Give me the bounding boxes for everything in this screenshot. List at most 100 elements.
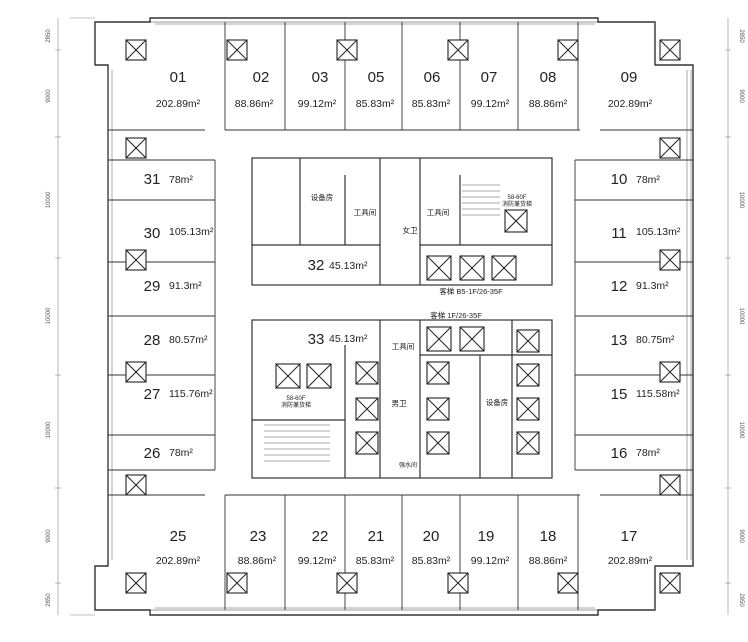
unit-number: 08 [540,69,557,86]
shaft-marker [355,397,379,421]
room-label-tool-lower: 工具间 [392,342,415,351]
unit-area: 88.86m² [529,555,568,567]
unit-number: 19 [478,528,495,545]
shaft-marker [426,431,450,455]
room-label-tool-upper-right: 工具间 [427,208,450,217]
shaft-marker [125,137,147,159]
room-label-equipment-lower: 设备房 [486,397,509,407]
shaft-marker [516,431,540,455]
unit-area: 85.83m² [412,555,451,567]
shaft-marker [659,249,681,271]
core-outline [251,157,553,479]
unit-number: 16 [611,445,628,462]
room-label-male-wc: 男卫 [392,399,407,408]
shaft-marker [659,361,681,383]
fire-elevator-lower-label: 58-60F [286,396,305,402]
dim-left-4: 10000 [46,421,52,438]
unit-number: 26 [144,445,161,462]
unit-area: 105.13m² [169,226,214,238]
unit-number: 07 [481,69,498,86]
unit-area: 88.86m² [238,555,277,567]
stair-hatch [264,184,500,462]
shaft-marker [125,361,147,383]
shaft-marker [459,326,485,352]
dim-right-6: 2850 [738,593,744,607]
unit-area: 202.89m² [156,555,201,567]
elevator-and-shaft-markers [125,39,681,594]
unit-area: 45.13m² [329,333,368,345]
shaft-marker [426,326,452,352]
unit-area: 91.3m² [169,280,202,292]
dim-right-4: 10000 [738,422,744,439]
partitions [108,22,693,610]
shaft-marker [226,572,248,594]
building-outline [94,17,694,616]
right-dimension-labels: 2850 9000 10000 10000 10000 9000 2850 [738,29,744,607]
unit-area: 45.13m² [329,260,368,272]
shaft-marker [447,572,469,594]
unit-area: 78m² [169,174,193,186]
unit-number: 05 [368,69,385,86]
fire-elevator-upper-label: 58-60F [507,195,526,201]
shaft-marker [426,361,450,385]
unit-number: 01 [170,69,187,86]
shaft-marker [516,397,540,421]
unit-number: 17 [621,528,638,545]
unit-area: 99.12m² [471,98,510,110]
dim-left-0: 2850 [46,29,52,43]
shaft-marker [491,255,517,281]
left-dimension-labels: 2850 9000 10000 10000 10000 9000 2850 [46,29,52,607]
unit-number: 02 [253,69,270,86]
shaft-marker [306,363,332,389]
unit-area: 80.57m² [169,334,208,346]
unit-number: 18 [540,528,557,545]
unit-number: 09 [621,69,638,86]
shaft-marker [659,572,681,594]
unit-number: 03 [312,69,329,86]
room-label-tool-upper-left: 工具间 [354,208,377,217]
unit-area: 202.89m² [156,98,201,110]
unit-area: 85.83m² [356,98,395,110]
dim-right-1: 9000 [738,89,744,103]
passenger-elevator-lower-label: 客梯 1F/26-35F [430,310,482,320]
unit-area: 91.3m² [636,280,669,292]
unit-number: 11 [611,225,627,242]
unit-area: 105.13m² [636,226,681,238]
dim-left-6: 2850 [46,593,52,607]
shaft-marker [557,572,579,594]
shaft-marker [125,249,147,271]
unit-labels: 01 202.89m² 02 88.86m² 03 99.12m² 05 85.… [144,69,681,567]
shaft-marker [336,572,358,594]
unit-area: 99.12m² [298,98,337,110]
shaft-marker [516,329,540,353]
unit-number: 25 [170,528,187,545]
shaft-marker [426,255,452,281]
unit-area: 202.89m² [608,555,653,567]
unit-number: 20 [423,528,440,545]
unit-number: 06 [424,69,441,86]
unit-number: 32 [308,257,325,274]
shaft-marker [125,39,147,61]
room-label-equipment-upper: 设备房 [311,192,334,202]
shaft-marker [355,361,379,385]
shaft-marker [226,39,248,61]
unit-area: 99.12m² [298,555,337,567]
unit-number: 21 [368,528,385,545]
unit-area: 85.83m² [412,98,451,110]
shaft-marker [447,39,469,61]
dim-right-0: 2850 [738,29,744,43]
room-label-water-shaft: 强水间 [399,461,417,469]
shaft-marker [557,39,579,61]
dim-right-2: 10000 [738,192,744,209]
shaft-marker [336,39,358,61]
shaft-marker [459,255,485,281]
unit-number: 12 [611,278,628,295]
unit-number: 15 [611,386,628,403]
dim-left-5: 9000 [46,529,52,543]
dim-left-2: 10000 [46,191,52,208]
unit-area: 85.83m² [356,555,395,567]
dimension-lines [55,17,731,616]
dim-right-5: 9000 [738,529,744,543]
shaft-marker [516,363,540,387]
